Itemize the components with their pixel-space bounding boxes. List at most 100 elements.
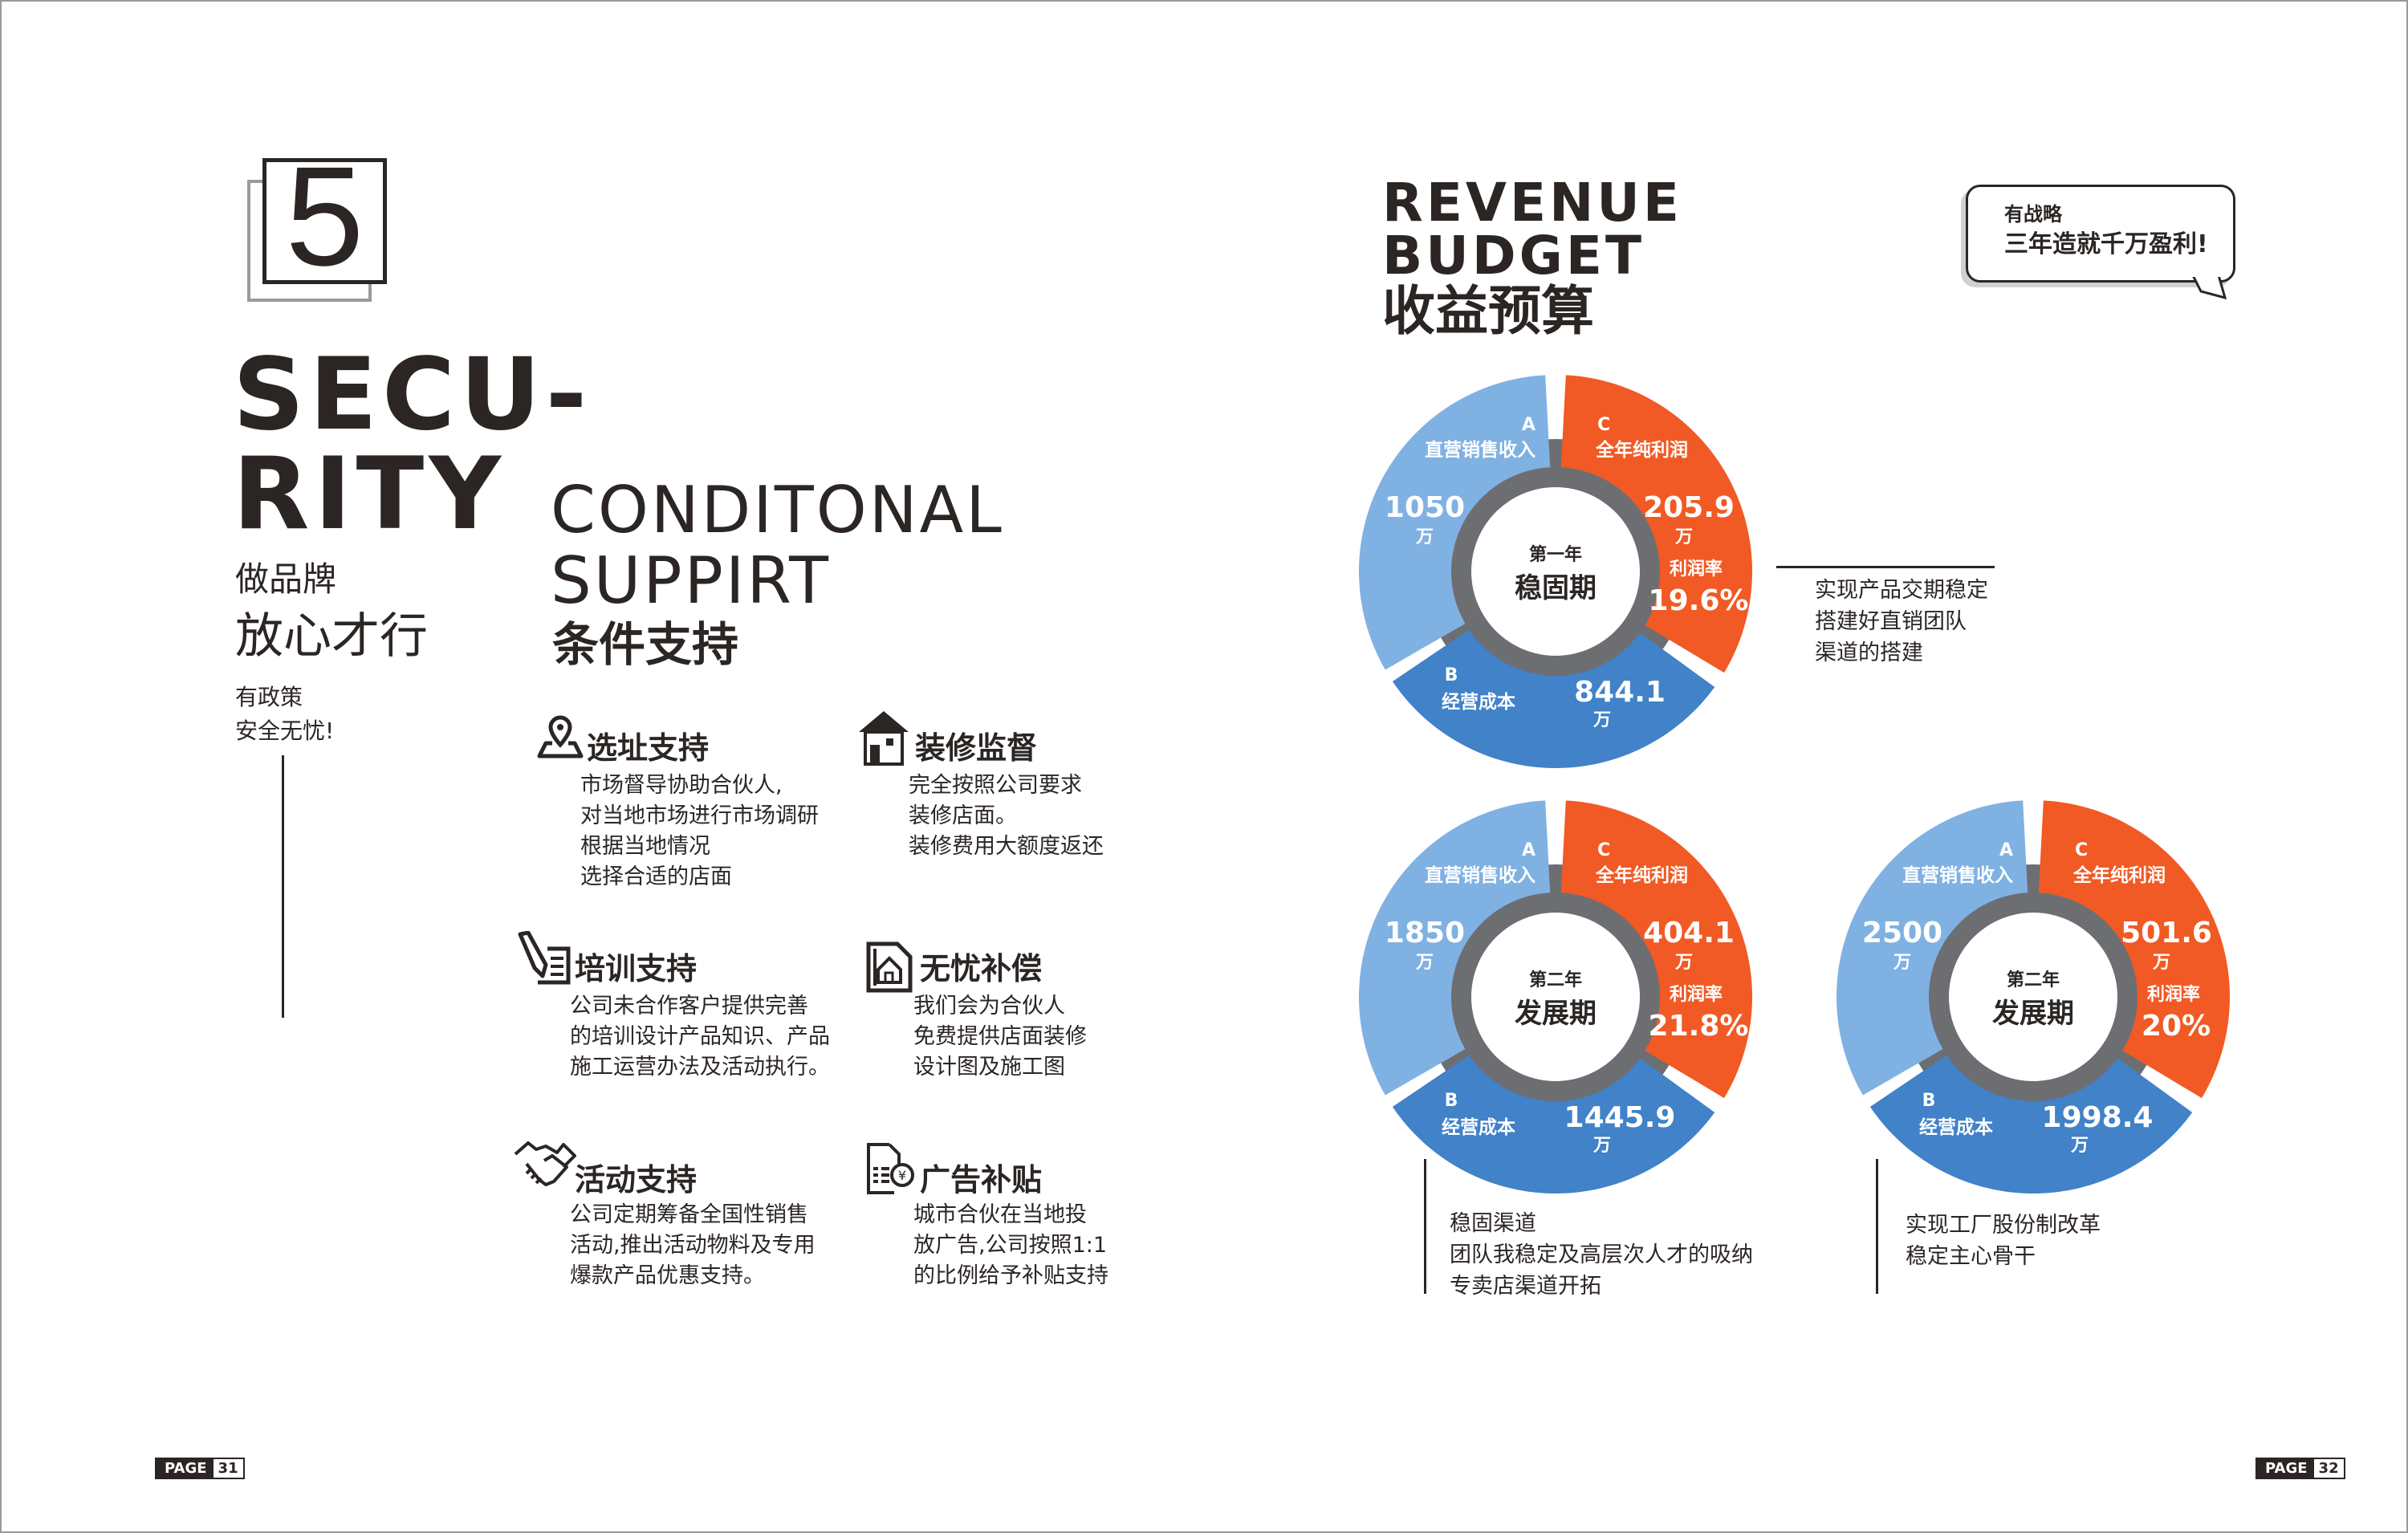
slogan-line2: 放心才行 — [235, 608, 428, 665]
segment-a-letter: A — [1522, 415, 1536, 435]
segment-c-label: 全年纯利润 — [1595, 439, 1688, 461]
segment-B — [1392, 629, 1715, 768]
slogan-line1: 做品牌 — [235, 559, 337, 599]
center-year: 第一年 — [1529, 544, 1582, 565]
bubble-line2: 三年造就千万盈利! — [2004, 230, 2208, 258]
segment-c-letter: C — [2075, 840, 2088, 860]
segment-b-value: 844.1 — [1574, 676, 1666, 709]
segment-B — [1869, 1055, 2193, 1193]
segment-c-unit: 万 — [1674, 953, 1693, 973]
segment-b-value: 1445.9 — [1564, 1101, 1676, 1134]
feature-title-advertising: 广告补贴 — [920, 1162, 1043, 1198]
feature-desc-activity: 公司定期筹备全国性销售 活动,推出活动物料及专用 爆款产品优惠支持。 — [570, 1202, 816, 1288]
segment-a-unit: 万 — [1893, 953, 1911, 973]
page-number: 31 — [213, 1459, 243, 1478]
speech-bubble — [1966, 185, 2235, 283]
pen-document-icon — [518, 931, 571, 985]
segment-b-letter: B — [1922, 1091, 1936, 1111]
location-pin-icon — [537, 715, 584, 758]
segment-c-unit: 万 — [2152, 953, 2170, 973]
tag-line2: 安全无忧! — [235, 718, 335, 744]
house-document-icon — [866, 941, 913, 993]
segment-C — [2038, 800, 2230, 1099]
center-phase: 发展期 — [1992, 998, 2074, 1030]
title-line2: RITY — [233, 437, 506, 552]
page-label: PAGE — [2257, 1459, 2314, 1478]
note-line-year1 — [1776, 566, 1995, 568]
segment-a-unit: 万 — [1415, 527, 1434, 547]
center-phase: 发展期 — [1515, 998, 1597, 1030]
segment-c-letter: C — [1597, 840, 1610, 860]
center-hole — [1471, 487, 1640, 656]
segment-b-unit: 万 — [2070, 1136, 2089, 1156]
feature-desc-site: 市场督导协助合伙人, 对当地市场进行市场调研 根据当地情况 选择合适的店面 — [580, 773, 819, 889]
page-label: PAGE — [157, 1459, 214, 1478]
subtitle-cn: 条件支持 — [552, 617, 739, 672]
segment-a-label: 直营销售收入 — [1902, 864, 2013, 886]
segment-a-value: 1850 — [1385, 917, 1465, 949]
segment-a-unit: 万 — [1415, 953, 1434, 973]
subtitle-en-line1: CONDITONAL — [551, 473, 1004, 547]
revenue-title-cn: 收益预算 — [1382, 280, 1594, 342]
center-year: 第二年 — [1529, 970, 1582, 990]
segment-a-label: 直营销售收入 — [1425, 864, 1536, 886]
note-line-year3 — [1876, 1159, 1878, 1294]
note-year3: 实现工厂股份制改革 稳定主心骨干 — [1906, 1213, 2101, 1269]
revenue-title-line1: REVENUE — [1382, 172, 1682, 234]
feature-title-decoration: 装修监督 — [915, 730, 1038, 766]
tag-line1: 有政策 — [235, 684, 303, 710]
section-number: 5 — [285, 138, 364, 295]
segment-a-label: 直营销售收入 — [1425, 439, 1536, 461]
feature-title-compensation: 无忧补偿 — [920, 951, 1043, 986]
segment-b-unit: 万 — [1592, 1136, 1611, 1156]
segment-c-unit: 万 — [1674, 527, 1693, 547]
profit-rate-value: 21.8% — [1649, 1010, 1749, 1043]
center-year: 第二年 — [2007, 970, 2060, 990]
segment-A — [1359, 800, 1551, 1096]
segment-C — [1560, 800, 1752, 1099]
center-hole — [1471, 913, 1640, 1081]
profit-rate-value: 19.6% — [1649, 584, 1749, 617]
segment-b-letter: B — [1445, 1091, 1458, 1111]
profit-rate-label: 利润率 — [1670, 984, 1723, 1005]
house-icon — [859, 711, 909, 766]
segment-c-value: 501.6 — [2121, 917, 2212, 949]
segment-a-letter: A — [1522, 840, 1536, 860]
profit-rate-label: 利润率 — [1670, 559, 1723, 579]
speech-bubble-tail — [2191, 275, 2227, 299]
profit-rate-value: 20% — [2142, 1010, 2211, 1043]
divider-line — [282, 755, 284, 1018]
feature-title-activity: 活动支持 — [575, 1162, 698, 1198]
segment-c-label: 全年纯利润 — [2072, 864, 2166, 886]
feature-desc-compensation: 我们会为合伙人 免费提供店面装修 设计图及施工图 — [913, 994, 1087, 1080]
segment-b-unit: 万 — [1592, 710, 1611, 730]
subtitle-en-line2: SUPPIRT — [551, 543, 832, 618]
segment-A — [1359, 375, 1551, 670]
revenue-title-line2: BUDGET — [1382, 225, 1645, 287]
segment-b-letter: B — [1445, 665, 1458, 685]
page-number: 32 — [2313, 1459, 2344, 1478]
segment-a-value: 1050 — [1385, 491, 1465, 524]
feature-desc-advertising: 城市合伙在当地投 放广告,公司按照1:1 的比例给予补贴支持 — [913, 1202, 1108, 1288]
feature-title-site: 选址支持 — [587, 730, 710, 766]
center-phase: 稳固期 — [1515, 572, 1597, 604]
feature-title-training: 培训支持 — [575, 951, 698, 986]
invoice-yen-icon: ¥ — [867, 1143, 914, 1194]
segment-c-label: 全年纯利润 — [1595, 864, 1688, 886]
segment-B — [1392, 1055, 1715, 1193]
section-number-box — [262, 158, 387, 284]
segment-a-value: 2500 — [1862, 917, 1942, 949]
segment-b-label: 经营成本 — [1442, 1116, 1515, 1138]
note-year2: 稳固渠道 团队我稳定及高层次人才的吸纳 专卖店渠道开拓 — [1450, 1211, 1753, 1299]
handshake-icon — [514, 1141, 576, 1186]
segment-b-label: 经营成本 — [1442, 691, 1515, 713]
segment-C — [1560, 375, 1752, 673]
profit-rate-label: 利润率 — [2147, 984, 2200, 1005]
title-line1: SECU- — [233, 337, 592, 453]
page-number-right: PAGE 32 — [2255, 1458, 2345, 1479]
center-hole — [1949, 913, 2117, 1081]
